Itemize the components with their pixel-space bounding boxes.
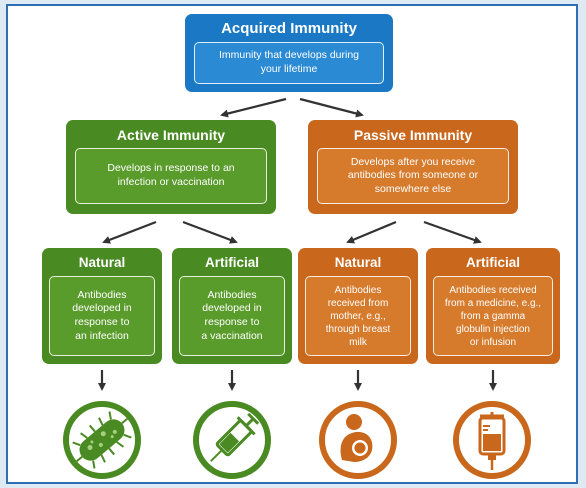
- active-natural-box: Natural Antibodies developed in response…: [42, 248, 162, 364]
- passive-artificial-description: Antibodies received from a medicine, e.g…: [433, 276, 553, 356]
- passive-immunity-box: Passive Immunity Develops after you rece…: [308, 120, 518, 214]
- passive-natural-box: Natural Antibodies received from mother,…: [298, 248, 418, 364]
- arrow-to-active-artificial: [182, 220, 238, 244]
- diagram-frame: Acquired Immunity Immunity that develops…: [6, 4, 578, 484]
- bacteria-icon: [63, 401, 141, 479]
- passive-natural-description: Antibodies received from mother, e.g., t…: [305, 276, 411, 356]
- arrow-to-passive-artificial: [423, 220, 482, 244]
- acquired-immunity-description: Immunity that develops during your lifet…: [194, 42, 384, 84]
- passive-artificial-title: Artificial: [465, 255, 520, 270]
- breastfeeding-icon: [319, 401, 397, 479]
- passive-natural-title: Natural: [334, 255, 382, 270]
- syringe-icon: [193, 401, 271, 479]
- arrow-to-active-natural: [102, 220, 157, 244]
- active-immunity-title: Active Immunity: [116, 127, 226, 143]
- passive-immunity-title: Passive Immunity: [353, 127, 473, 143]
- arrow-to-passive: [299, 97, 364, 118]
- active-immunity-box: Active Immunity Develops in response to …: [66, 120, 276, 214]
- active-natural-description: Antibodies developed in response to an i…: [49, 276, 155, 356]
- active-artificial-title: Artificial: [204, 255, 259, 270]
- arrow-to-passive-natural: [346, 220, 397, 244]
- acquired-immunity-title: Acquired Immunity: [221, 20, 357, 37]
- passive-artificial-box: Artificial Antibodies received from a me…: [426, 248, 560, 364]
- arrow-to-active: [220, 97, 287, 118]
- passive-immunity-description: Develops after you receive antibodies fr…: [317, 148, 509, 204]
- active-artificial-description: Antibodies developed in response to a va…: [179, 276, 285, 356]
- active-immunity-description: Develops in response to an infection or …: [75, 148, 267, 204]
- iv-bag-icon: [453, 401, 531, 479]
- active-natural-title: Natural: [78, 255, 126, 270]
- active-artificial-box: Artificial Antibodies developed in respo…: [172, 248, 292, 364]
- acquired-immunity-box: Acquired Immunity Immunity that develops…: [185, 14, 393, 92]
- arrows-layer: [98, 97, 497, 391]
